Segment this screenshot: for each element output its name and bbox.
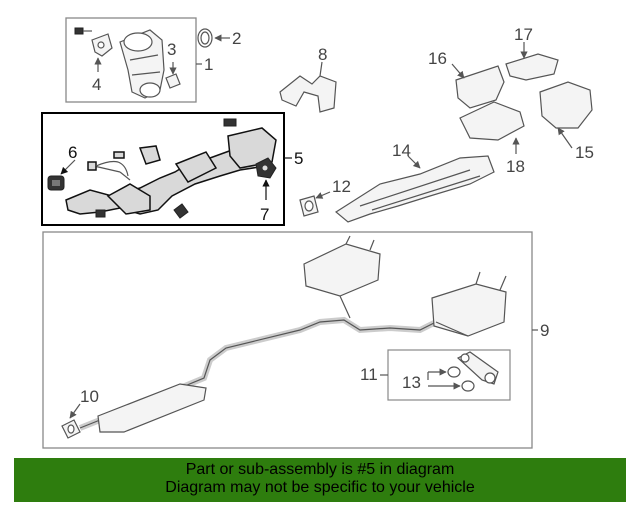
group-9-box xyxy=(42,231,533,449)
bracket-part-4[interactable] xyxy=(91,33,113,57)
catalytic-converter-part[interactable] xyxy=(119,29,165,99)
callout-17: 17 xyxy=(514,25,533,44)
gasket-part-10[interactable] xyxy=(61,419,81,439)
callout-2: 2 xyxy=(232,29,241,48)
callout-14: 14 xyxy=(392,141,411,160)
shield-part-15[interactable] xyxy=(539,81,593,129)
callout-12: 12 xyxy=(332,177,351,196)
insulator-part-13a[interactable] xyxy=(447,366,461,378)
gasket-part-2[interactable] xyxy=(197,28,213,48)
banner-line-1: Part or sub-assembly is #5 in diagram xyxy=(185,461,455,478)
callout-3: 3 xyxy=(167,40,176,59)
info-banner: Part or sub-assembly is #5 in diagram Di… xyxy=(14,458,626,502)
group-5-selected-box xyxy=(41,112,285,226)
callout-1: 1 xyxy=(204,55,213,74)
bracket-part-7[interactable] xyxy=(255,157,277,179)
shield-part-16[interactable] xyxy=(455,65,505,109)
oxygen-sensor-part[interactable] xyxy=(87,151,129,177)
converter-assembly-part-5[interactable] xyxy=(65,118,277,218)
callout-16: 16 xyxy=(428,49,447,68)
callout-5: 5 xyxy=(294,149,303,168)
callout-13: 13 xyxy=(402,373,421,392)
shield-part-18[interactable] xyxy=(459,101,525,141)
callout-9: 9 xyxy=(540,321,549,340)
group-1-box xyxy=(65,17,197,103)
nut-part-3[interactable] xyxy=(165,73,181,89)
bolt-part-group1[interactable] xyxy=(74,27,92,35)
gasket-part-12[interactable] xyxy=(299,195,319,217)
muffler-assembly-part-9[interactable] xyxy=(78,235,507,433)
callout-7: 7 xyxy=(260,205,269,224)
hanger-part-11[interactable] xyxy=(456,351,499,385)
shield-part-17[interactable] xyxy=(505,53,559,81)
exhaust-parts-diagram: 4 3 1 2 8 6 7 xyxy=(41,17,594,449)
callout-4: 4 xyxy=(92,75,101,94)
heat-shield-part-14[interactable] xyxy=(334,155,495,223)
callout-11: 11 xyxy=(360,365,378,384)
gasket-part-6[interactable] xyxy=(47,175,65,191)
callout-10: 10 xyxy=(80,387,99,406)
callout-15: 15 xyxy=(575,143,594,162)
callout-18: 18 xyxy=(506,157,525,176)
hanger-bracket-part-8[interactable] xyxy=(279,75,337,113)
insulator-part-13b[interactable] xyxy=(461,380,475,392)
nut-part-group5[interactable] xyxy=(173,203,189,219)
banner-line-2: Diagram may not be specific to your vehi… xyxy=(165,479,475,496)
callout-8: 8 xyxy=(318,45,327,64)
callout-6: 6 xyxy=(68,143,77,162)
